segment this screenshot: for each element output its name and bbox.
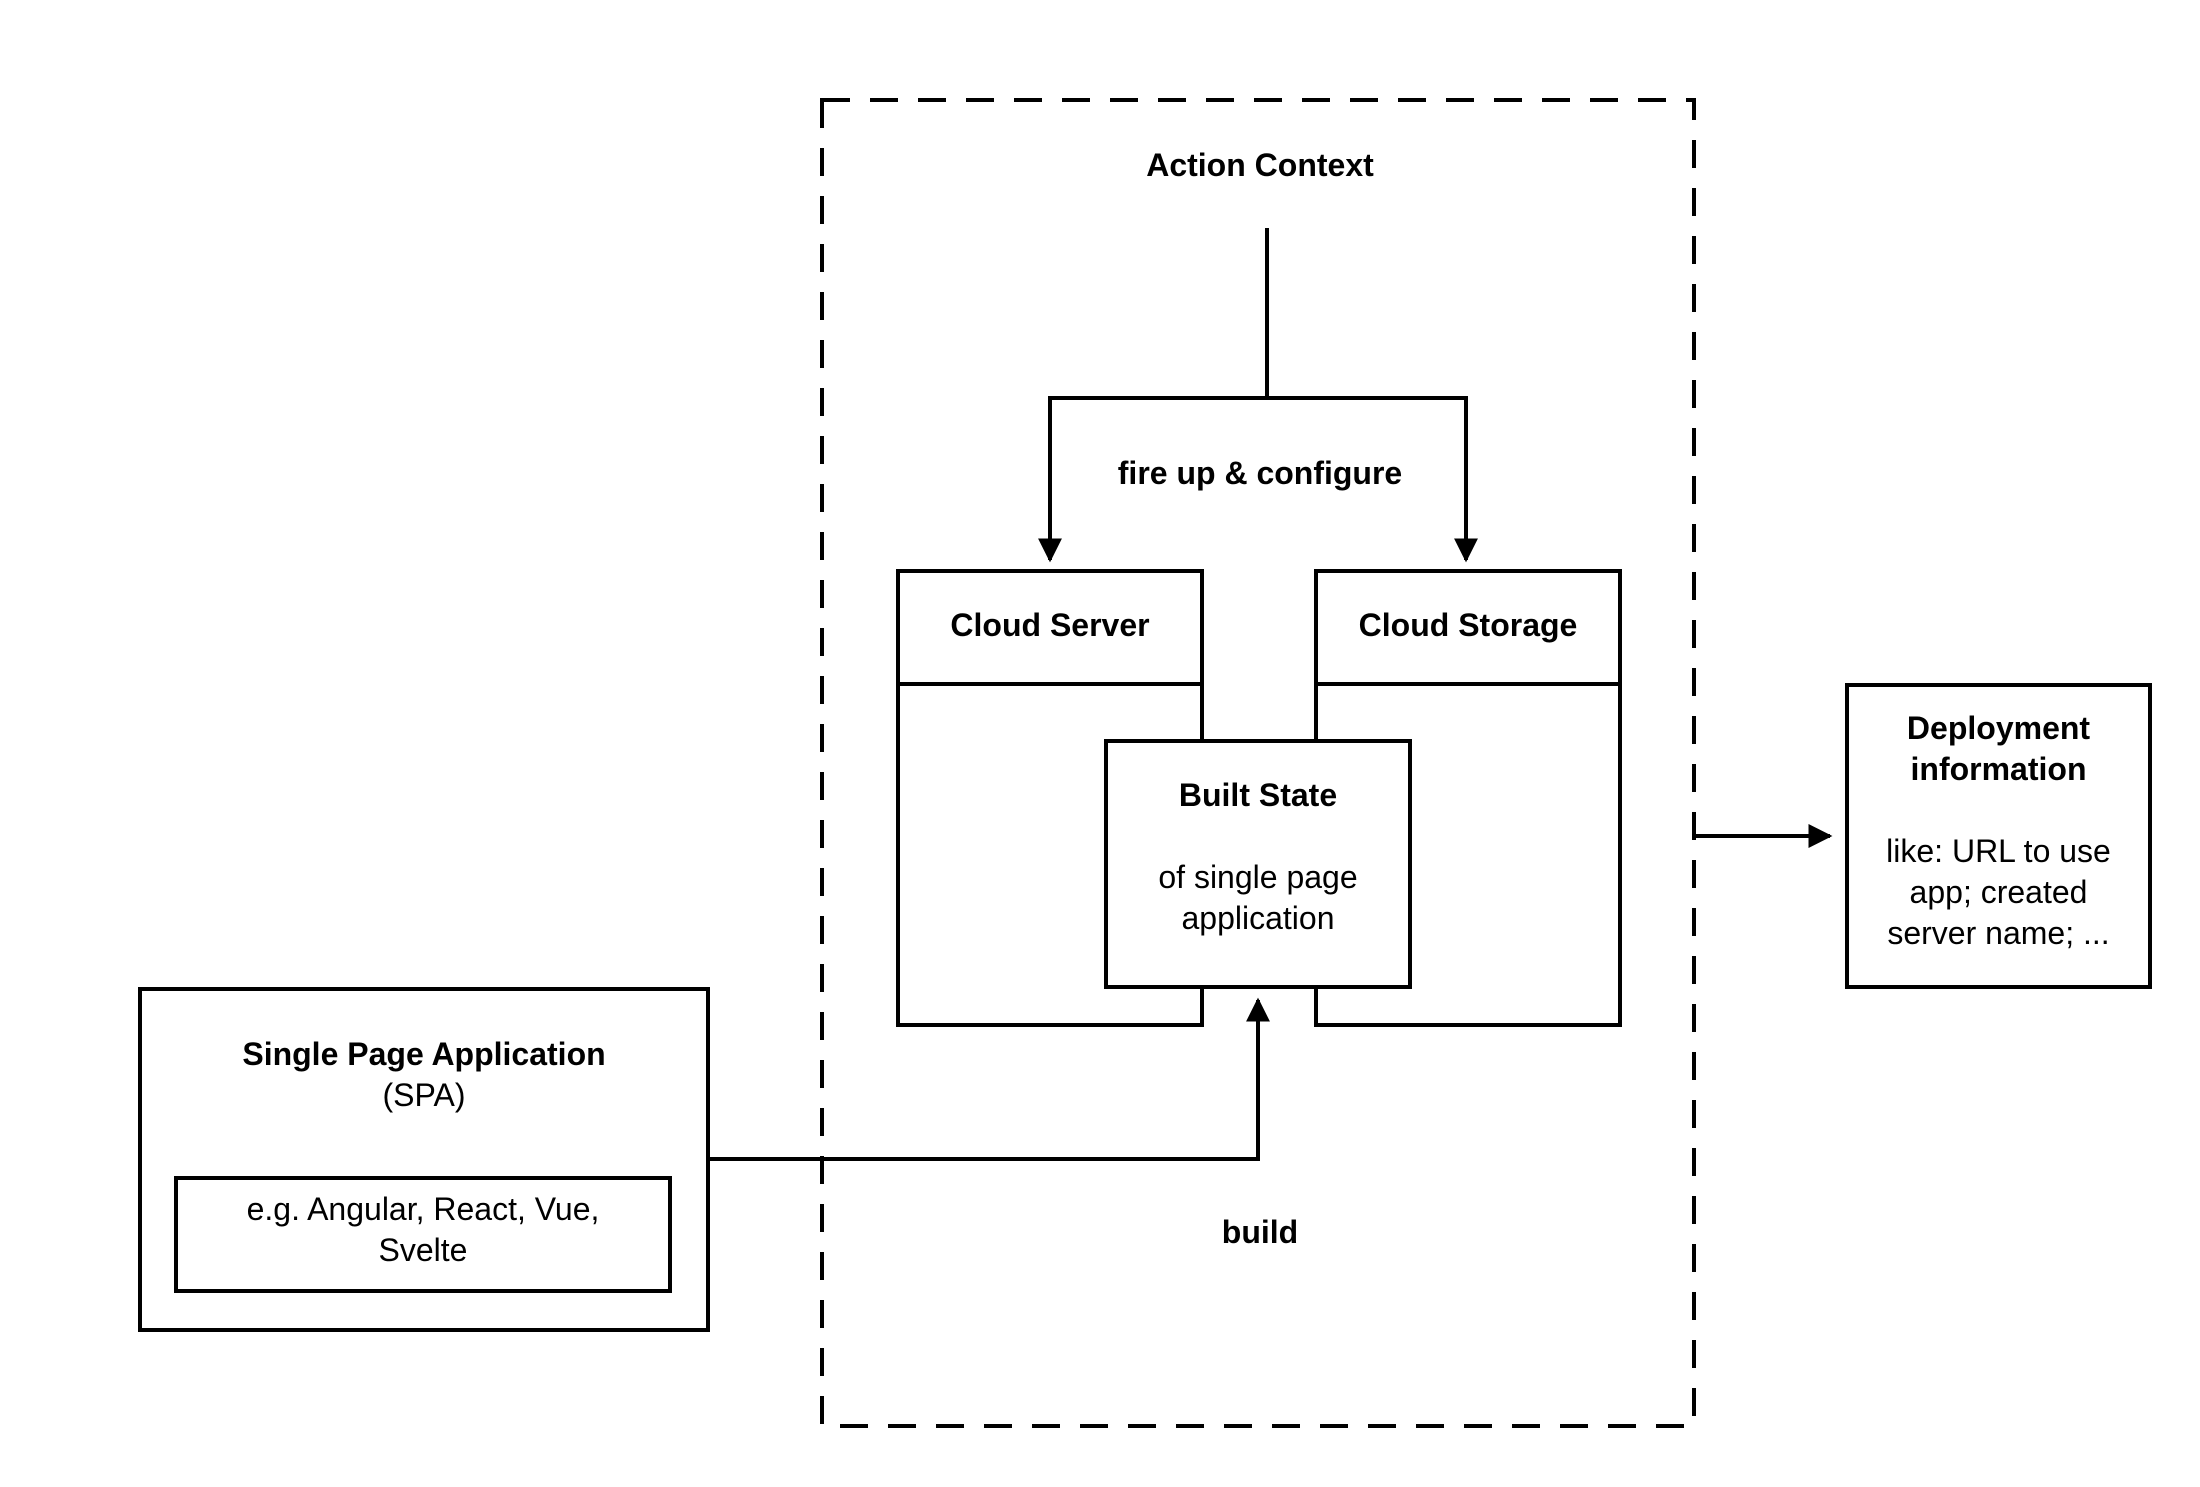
spa-subtitle: (SPA) <box>382 1077 466 1113</box>
built-state-title: Built State <box>1178 777 1338 813</box>
spa-examples-line2: Svelte <box>378 1232 468 1268</box>
spa-examples-text: e.g. Angular, React, Vue, Svelte <box>178 1189 668 1271</box>
built-state-desc-line2: application <box>1181 900 1335 936</box>
built-state-text: Built State of single page application <box>1108 775 1408 939</box>
spa-text: Single Page Application (SPA) <box>160 1034 688 1116</box>
build-label: build <box>1221 1214 1299 1250</box>
built-state-desc-line1: of single page <box>1158 859 1358 895</box>
fire-up-connector-storage <box>1267 396 1478 563</box>
action-context-container <box>820 98 1696 1428</box>
deployment-title-line2: information <box>1910 751 2087 787</box>
build-connector <box>708 997 1270 1161</box>
deployment-title-line1: Deployment <box>1906 710 2091 746</box>
spa-examples-line1: e.g. Angular, React, Vue, <box>246 1191 600 1227</box>
deployment-desc-line2: app; created <box>1909 874 2088 910</box>
deployment-desc-line1: like: URL to use <box>1886 833 2111 869</box>
deployment-info-box <box>1845 683 2152 989</box>
fire-up-connector <box>1038 228 1269 563</box>
cloud-storage-title: Cloud Storage <box>1358 607 1578 643</box>
built-state-box <box>1104 739 1412 989</box>
action-context-title: Action Context <box>1146 147 1374 183</box>
deployment-info-text: Deployment information like: URL to use … <box>1849 708 2148 954</box>
cloud-server-title: Cloud Server <box>950 607 1150 643</box>
spa-title: Single Page Application <box>242 1036 606 1072</box>
fire-up-label: fire up & configure <box>1117 455 1403 491</box>
deployment-desc-line3: server name; ... <box>1887 915 2110 951</box>
spa-examples-box <box>174 1176 672 1293</box>
